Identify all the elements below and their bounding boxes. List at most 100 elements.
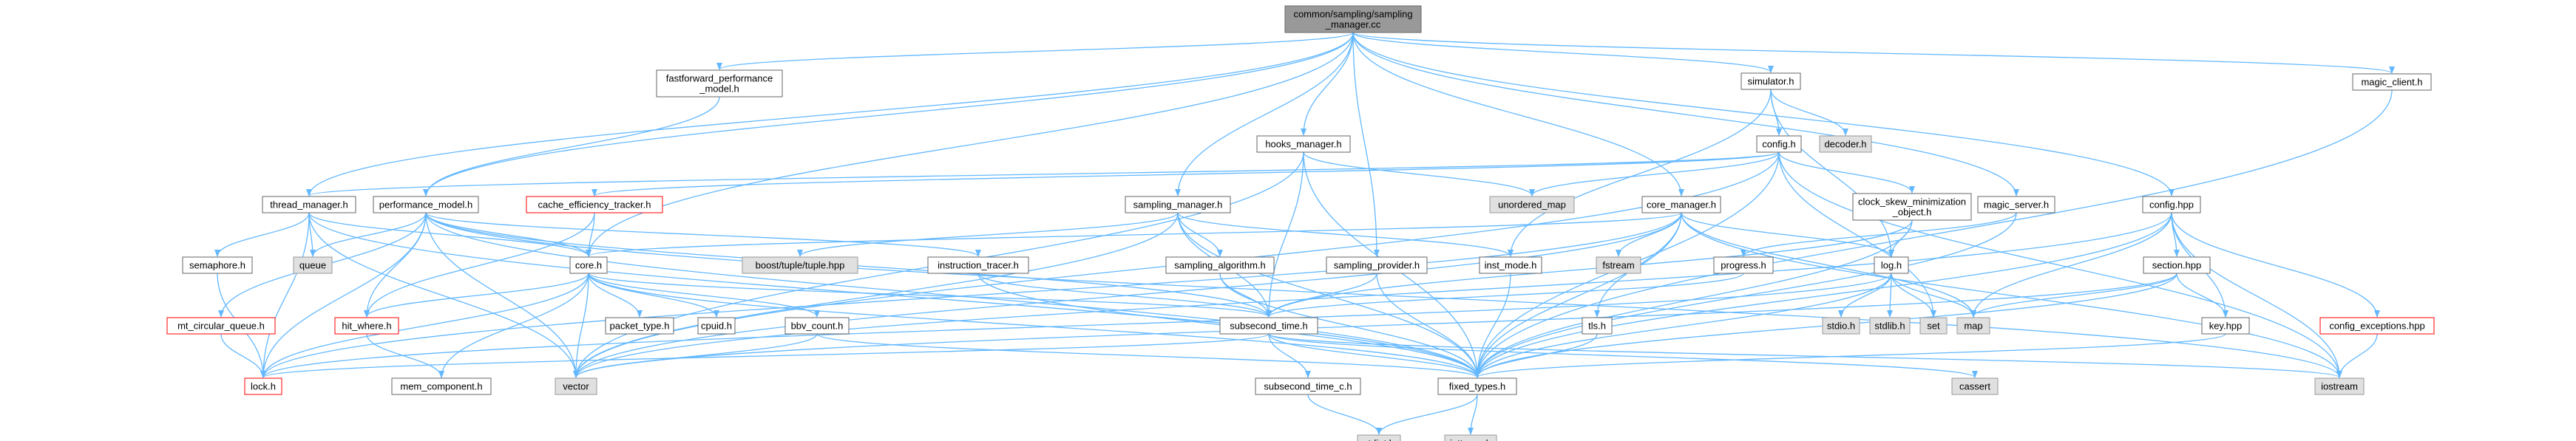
node-box: [1256, 135, 1351, 153]
node-mt-circular-queue[interactable]: mt_circular_queue.h: [166, 317, 276, 335]
node-unordered-map[interactable]: unordered_map: [1489, 196, 1575, 213]
edge-mt_circular_queue-to-lock_h: [220, 333, 266, 378]
node-cache-efficiency-tracker[interactable]: cache_efficiency_tracker.h: [526, 196, 663, 213]
edge-core_manager-to-lock_h: [260, 212, 1682, 378]
node-box: [1874, 256, 1909, 274]
edge-core_h-to-cpuid: [588, 273, 719, 318]
node-bbv-count[interactable]: bbv_count.h: [784, 317, 850, 335]
node-inttypes[interactable]: inttypes.h: [1444, 434, 1497, 441]
node-label: hooks_manager.h: [1265, 139, 1341, 150]
edge-subsecond_time-to-fixed_types: [1268, 333, 1480, 378]
node-log-h[interactable]: log.h: [1874, 256, 1909, 274]
node-stdlib[interactable]: stdlib.h: [1869, 317, 1911, 335]
node-fstream[interactable]: fstream: [1596, 256, 1641, 274]
node-box: [1284, 5, 1422, 33]
edge-config_exceptions-to-iostream: [2336, 333, 2378, 378]
edge-root-to-fastforward_performance_model: [716, 32, 1354, 70]
node-box: [373, 196, 479, 213]
edge-core_manager-to-fixed_types: [1474, 212, 1682, 378]
edge-config_h-to-set: [1778, 151, 1936, 318]
node-label: set: [1927, 321, 1940, 332]
edge-core_h-to-hit_where: [364, 273, 589, 318]
node-fastforward-performance-model[interactable]: fastforward_performance_model.h: [656, 69, 783, 98]
node-label: key.hpp: [2209, 321, 2243, 332]
node-label: map: [1964, 321, 1982, 332]
node-iostream[interactable]: iostream: [2314, 377, 2365, 395]
node-decoder[interactable]: decoder.h: [1819, 135, 1872, 153]
node-core-h[interactable]: core.h: [569, 256, 608, 274]
node-box: [1713, 256, 1774, 274]
edge-log_h-to-lock_h: [260, 273, 1892, 378]
edge-sampling_manager-to-vector: [573, 212, 1179, 378]
node-instruction-tracer[interactable]: instruction_tracer.h: [927, 256, 1029, 274]
node-config-h[interactable]: config.h: [1756, 135, 1802, 153]
node-key-hpp[interactable]: key.hpp: [2201, 317, 2250, 335]
node-subsecond-time-c[interactable]: subsecond_time_c.h: [1255, 377, 1361, 395]
node-cassert[interactable]: cassert: [1951, 377, 1999, 395]
node-box: [555, 377, 597, 395]
node-semaphore[interactable]: semaphore.h: [182, 256, 253, 274]
node-subsecond-time[interactable]: subsecond_time.h: [1219, 317, 1318, 335]
node-inst-mode[interactable]: inst_mode.h: [1479, 256, 1542, 274]
node-sampling-algorithm[interactable]: sampling_algorithm.h: [1165, 256, 1275, 274]
node-label: instruction_tracer.h: [938, 260, 1019, 271]
edge-config_hpp-to-fixed_types: [1474, 212, 2172, 378]
node-label: thread_manager.h: [270, 199, 348, 211]
edge-fixed_types-to-stdint: [1376, 394, 1478, 435]
node-stdint[interactable]: stdint.h: [1357, 434, 1401, 441]
edge-core_manager-to-map: [1681, 212, 1976, 318]
node-lock-h[interactable]: lock.h: [244, 377, 282, 395]
node-progress[interactable]: progress.h: [1713, 256, 1774, 274]
edge-performance_model-to-queue: [310, 212, 427, 257]
node-vector[interactable]: vector: [555, 377, 597, 395]
edge-core_h-to-mem_component: [438, 273, 589, 378]
node-box: [2143, 256, 2211, 274]
edge-hit_where-to-mem_component: [366, 333, 444, 378]
node-label: progress.h: [1721, 260, 1766, 271]
node-sampling-manager[interactable]: sampling_manager.h: [1125, 196, 1231, 213]
node-config-hpp[interactable]: config.hpp: [2142, 196, 2201, 213]
node-queue[interactable]: queue: [293, 256, 333, 274]
node-thread-manager[interactable]: thread_manager.h: [262, 196, 356, 213]
node-set[interactable]: set: [1919, 317, 1948, 335]
node-simulator[interactable]: simulator.h: [1741, 72, 1801, 90]
node-fixed-types[interactable]: fixed_types.h: [1437, 377, 1517, 395]
edge-core_manager-to-fstream: [1616, 212, 1682, 257]
node-config-exceptions[interactable]: config_exceptions.hpp: [2319, 317, 2435, 335]
node-label: section.hpp: [2152, 260, 2202, 271]
node-performance-model[interactable]: performance_model.h: [373, 196, 479, 213]
edge-thread_manager-to-semaphore: [214, 212, 310, 257]
edge-thread_manager-to-core_h: [308, 212, 592, 257]
node-mem-component[interactable]: mem_component.h: [391, 377, 492, 395]
node-boost-tuple[interactable]: boost/tuple/tuple.hpp: [742, 256, 858, 274]
node-label: inst_mode.h: [1485, 260, 1537, 271]
edge-core_h-to-vector: [573, 273, 589, 378]
node-cpuid[interactable]: cpuid.h: [697, 317, 736, 335]
node-section-hpp[interactable]: section.hpp: [2143, 256, 2211, 274]
node-label: stdlib.h: [1874, 321, 1905, 332]
node-magic-server[interactable]: magic_server.h: [1977, 196, 2055, 213]
node-label: iostream: [2321, 381, 2358, 392]
node-box: [2352, 73, 2432, 91]
node-label: subsecond_time.h: [1230, 321, 1308, 332]
node-label: hit_where.h: [342, 321, 391, 332]
node-label: _model.h: [699, 83, 739, 95]
node-sampling-provider[interactable]: sampling_provider.h: [1326, 256, 1428, 274]
node-hit-where[interactable]: hit_where.h: [334, 317, 399, 335]
node-root[interactable]: common/sampling/sampling_manager.cc: [1284, 5, 1422, 33]
node-label: fstream: [1602, 260, 1634, 271]
node-box: [1125, 196, 1231, 213]
edge-core_h-to-lock_h: [260, 273, 589, 378]
node-hooks-manager[interactable]: hooks_manager.h: [1256, 135, 1351, 153]
node-clock-skew[interactable]: clock_skew_minimization_object.h: [1852, 193, 1972, 221]
node-map[interactable]: map: [1956, 317, 1990, 335]
node-label: semaphore.h: [189, 260, 245, 271]
node-stdio[interactable]: stdio.h: [1822, 317, 1860, 335]
node-magic-client[interactable]: magic_client.h: [2352, 73, 2432, 91]
edge-config_hpp-to-config_exceptions: [2171, 212, 2380, 318]
node-packet-type[interactable]: packet_type.h: [605, 317, 674, 335]
node-box: [244, 377, 282, 395]
edge-root-to-simulator: [1352, 32, 1774, 73]
node-core-manager[interactable]: core_manager.h: [1641, 196, 1721, 213]
node-tls[interactable]: tls.h: [1582, 317, 1613, 335]
